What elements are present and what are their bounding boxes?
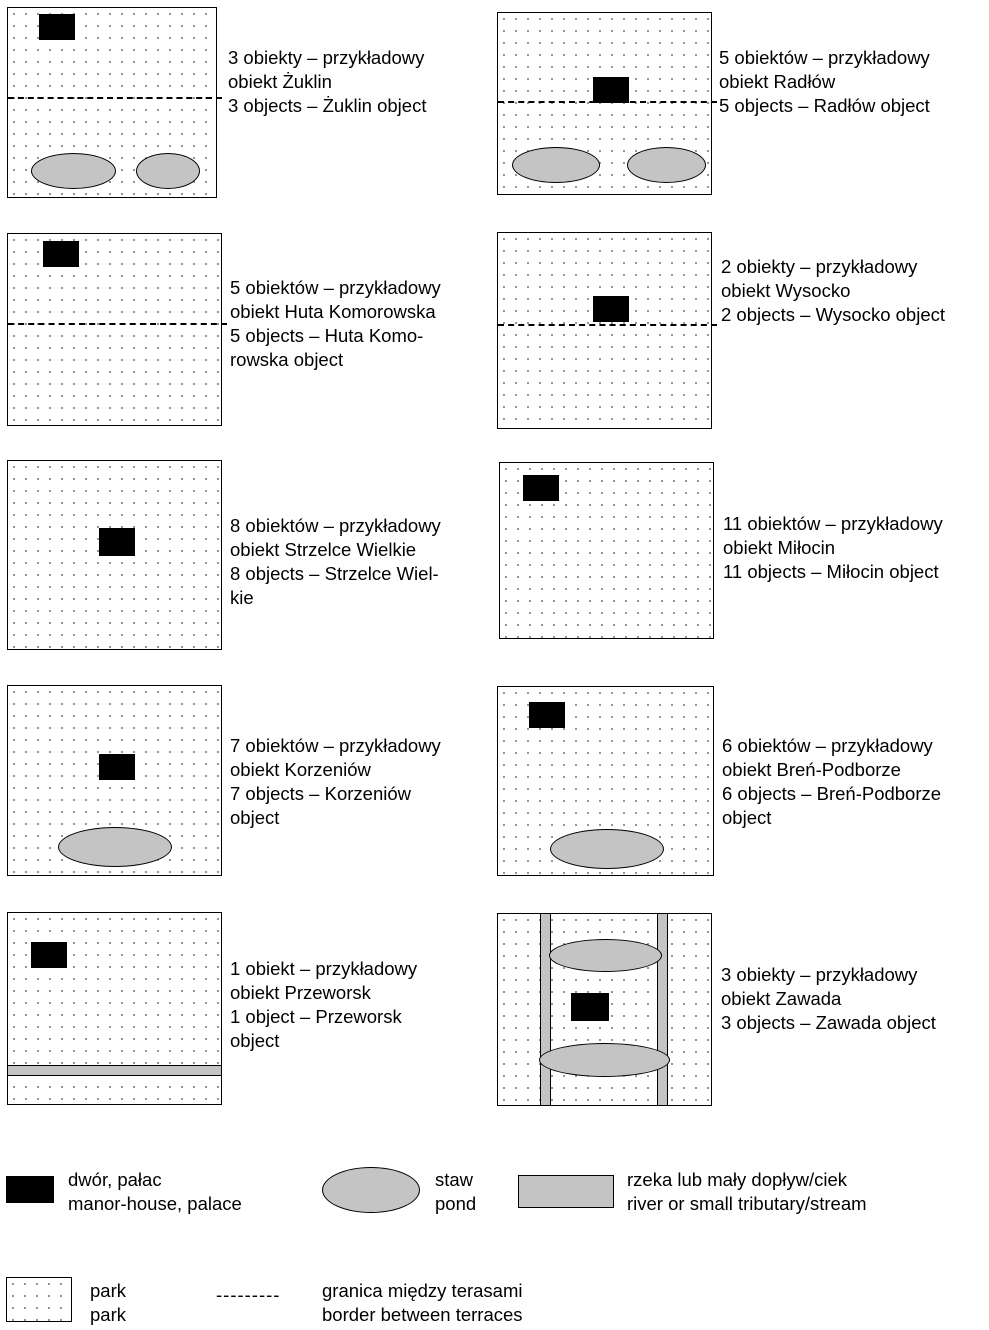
terrace-border <box>8 97 222 99</box>
pond <box>31 153 116 189</box>
manor-house <box>593 296 629 322</box>
manor-house <box>43 241 79 267</box>
legend-river-symbol <box>518 1175 614 1208</box>
pond <box>549 939 662 972</box>
manor-house <box>99 528 135 556</box>
terrace-border <box>8 323 227 325</box>
panel-bren <box>497 686 714 876</box>
legend-manor-symbol <box>6 1176 54 1203</box>
panel-milocin <box>499 462 714 639</box>
river <box>657 913 668 1106</box>
manor-house <box>523 475 559 501</box>
panel-zawada <box>497 913 712 1106</box>
pond <box>627 147 706 183</box>
manor-house <box>31 942 67 968</box>
caption-zawada: 3 obiekty – przykładowy obiekt Zawada 3 … <box>721 964 936 1033</box>
panel-radlow <box>497 12 717 195</box>
panel-przeworsk <box>7 912 222 1105</box>
manor-house <box>39 14 75 40</box>
pond <box>550 829 664 869</box>
terrace-border <box>498 324 717 326</box>
caption-korzeniow: 7 obiektów – przykładowy obiekt Korzenió… <box>230 735 441 828</box>
pond <box>136 153 200 189</box>
manor-house <box>99 754 135 780</box>
panel-wysocko <box>497 232 717 429</box>
caption-wysocko: 2 obiekty – przykładowy obiekt Wysocko 2… <box>721 256 945 325</box>
panel-strzelce <box>7 460 222 650</box>
legend-manor-label: dwór, pałac manor-house, palace <box>68 1169 242 1214</box>
panel-korzeniow <box>7 685 222 876</box>
caption-radlow: 5 obiektów – przykładowy obiekt Radłów 5… <box>719 47 930 116</box>
legend-park-label: park park <box>90 1280 126 1325</box>
pond <box>539 1043 670 1077</box>
pond <box>58 827 172 867</box>
manor-house <box>529 702 565 728</box>
manor-house <box>571 993 609 1021</box>
caption-przeworsk: 1 obiekt – przykładowy obiekt Przeworsk … <box>230 958 418 1051</box>
panel-huta <box>7 233 227 426</box>
terrace-border <box>498 101 717 103</box>
legend-park-symbol <box>6 1277 72 1322</box>
legend-pond-symbol <box>322 1167 420 1213</box>
pond <box>512 147 600 183</box>
legend-river-label: rzeka lub mały dopływ/ciek river or smal… <box>627 1169 867 1214</box>
caption-huta: 5 obiektów – przykładowy obiekt Huta Kom… <box>230 277 441 370</box>
legend-pond-label: staw pond <box>435 1169 477 1214</box>
manor-house <box>593 77 629 103</box>
river <box>7 1065 222 1076</box>
panel-zuklin <box>7 7 222 198</box>
caption-bren: 6 obiektów – przykładowy obiekt Breń-Pod… <box>722 735 942 828</box>
caption-zuklin: 3 obiekty – przykładowy obiekt Żuklin 3 … <box>228 47 427 116</box>
legend-border-label: granica między terasami border between t… <box>322 1280 523 1325</box>
caption-milocin: 11 obiektów – przykładowy obiekt Miłocin… <box>723 513 943 582</box>
river <box>540 913 551 1106</box>
legend-border-symbol: --------- <box>216 1284 281 1305</box>
caption-strzelce: 8 obiektów – przykładowy obiekt Strzelce… <box>230 515 441 608</box>
